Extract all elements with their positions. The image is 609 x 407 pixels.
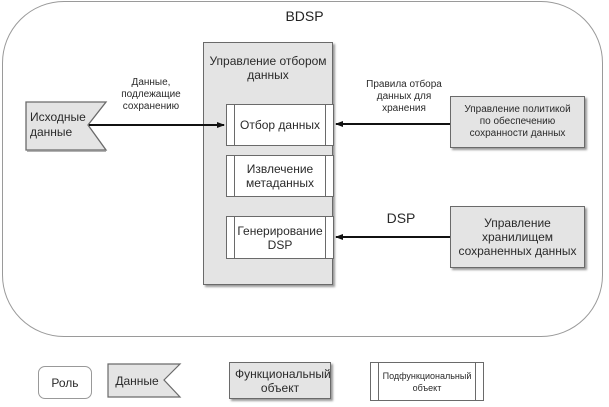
data-object-source-label: Исходные данные [30, 110, 86, 139]
functional-object-policy-management [450, 96, 585, 148]
arrow-label-data-to-save: Данные, подлежащие сохранению [121, 77, 181, 112]
subfunctional-label: Отбор данных [240, 118, 320, 132]
policy-label: Управление политикой по обеспечению сохр… [464, 104, 571, 139]
functional-object-label: Управление политикой по обеспечению сохр… [450, 96, 585, 148]
subfunctional-label: Извлечение метаданных [245, 162, 315, 190]
functional-object-label: Управление хранилищем сохраненных данных [450, 206, 585, 268]
legend-functional-label: Функциональный объект [235, 366, 331, 395]
subfunctional-label: Генерирование DSP [237, 223, 323, 252]
subfunctional-object-metadata-extraction: Извлечение метаданных [226, 155, 334, 197]
arrow-label-dsp: DSP [386, 210, 416, 226]
legend-role: Роль [38, 366, 92, 399]
functional-object-storage-management [450, 206, 585, 268]
subfunctional-object-dsp-generation: Генерирование DSP [226, 216, 334, 259]
arrow-label-selection-rules: Правила отбора данных для хранения [366, 79, 442, 114]
legend-subfunctional-object: Подфункциональный объект [370, 362, 484, 401]
storage-label: Управление хранилищем сохраненных данных [458, 216, 577, 258]
legend-functional-object: Функциональный объект [229, 362, 331, 399]
legend-subfunctional-label: Подфункциональный объект [382, 370, 472, 393]
legend-data-shape [107, 363, 182, 398]
subfunctional-object-data-selection: Отбор данных [226, 104, 334, 146]
legend-data-label: Данные [115, 373, 159, 388]
data-shape-source [25, 101, 108, 151]
role-title: BDSP [285, 8, 324, 24]
functional-object-title: Управление отбором данных [209, 54, 327, 82]
